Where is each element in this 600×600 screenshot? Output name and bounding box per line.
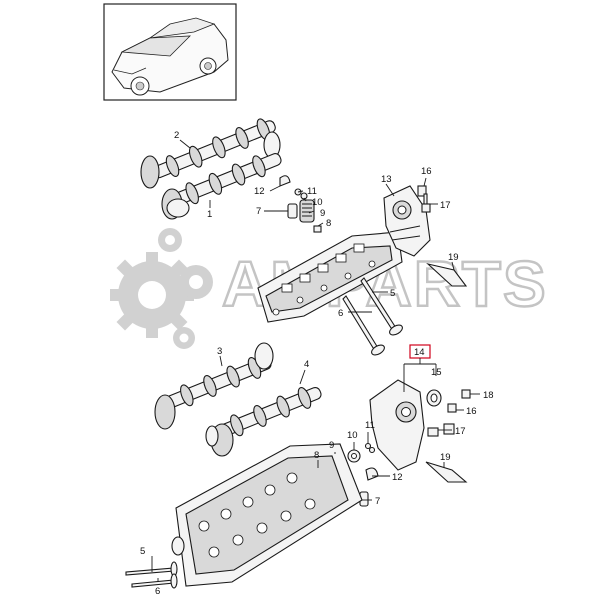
callout-2: 2 xyxy=(174,130,179,141)
camshaft-upper-2[interactable] xyxy=(140,115,281,189)
callout-11-lower: 11 xyxy=(365,420,375,431)
callout-19-lower: 19 xyxy=(440,452,451,463)
cylinder-head-upper[interactable] xyxy=(257,231,403,323)
camshaft-lower-4[interactable] xyxy=(205,381,324,457)
callout-6-lower: 6 xyxy=(155,586,160,597)
cylinder-head-lower[interactable] xyxy=(171,443,363,587)
watermark-gear-icon xyxy=(110,228,213,349)
callout-17-upper: 17 xyxy=(440,200,451,211)
car-icon xyxy=(111,17,229,96)
callout-16-lower: 16 xyxy=(466,406,477,417)
callout-7-lower: 7 xyxy=(375,496,380,507)
vehicle-thumbnail xyxy=(103,3,237,101)
bolts-upper[interactable] xyxy=(417,185,431,213)
callout-16-upper: 16 xyxy=(421,166,432,177)
callout-12-upper: 12 xyxy=(254,186,265,197)
callout-17-lower: 17 xyxy=(455,426,466,437)
callout-19-upper: 19 xyxy=(448,252,459,263)
callout-14: 14 xyxy=(414,347,425,358)
timing-cover-13[interactable] xyxy=(383,185,431,257)
callout-8-upper: 8 xyxy=(326,218,331,229)
callout-8-lower: 8 xyxy=(314,450,319,461)
valve-train-upper[interactable] xyxy=(279,175,322,233)
callout-5-upper: 5 xyxy=(390,288,395,299)
callout-4: 4 xyxy=(304,359,309,370)
callout-18: 18 xyxy=(483,390,494,401)
callout-11-upper: 11 xyxy=(307,186,317,197)
valves-upper[interactable] xyxy=(342,277,404,357)
valves-lower[interactable] xyxy=(125,561,178,589)
callout-labels: 2 1 3 4 5 6 12 7 8 9 10 11 13 16 17 19 1… xyxy=(140,130,494,597)
callout-12-lower: 12 xyxy=(392,472,403,483)
timing-cover-14[interactable] xyxy=(369,379,442,471)
camshaft-lower-3[interactable] xyxy=(154,342,274,430)
callout-6-upper: 6 xyxy=(338,308,343,319)
callout-7-upper: 7 xyxy=(256,206,261,217)
callout-9-lower: 9 xyxy=(329,440,334,451)
callout-10-lower: 10 xyxy=(347,430,358,441)
leader-lines xyxy=(151,139,480,582)
callout-3: 3 xyxy=(217,346,222,357)
callout-13: 13 xyxy=(381,174,392,185)
sealant-tube-lower[interactable] xyxy=(425,461,468,483)
camshaft-upper-1[interactable] xyxy=(161,147,284,220)
callout-10-upper: 10 xyxy=(312,197,323,208)
callout-9-upper: 9 xyxy=(320,208,325,219)
sealant-tube-upper[interactable] xyxy=(426,262,468,287)
callout-1: 1 xyxy=(207,209,212,220)
callout-15: 15 xyxy=(431,367,442,378)
callout-5-lower: 5 xyxy=(140,546,145,557)
